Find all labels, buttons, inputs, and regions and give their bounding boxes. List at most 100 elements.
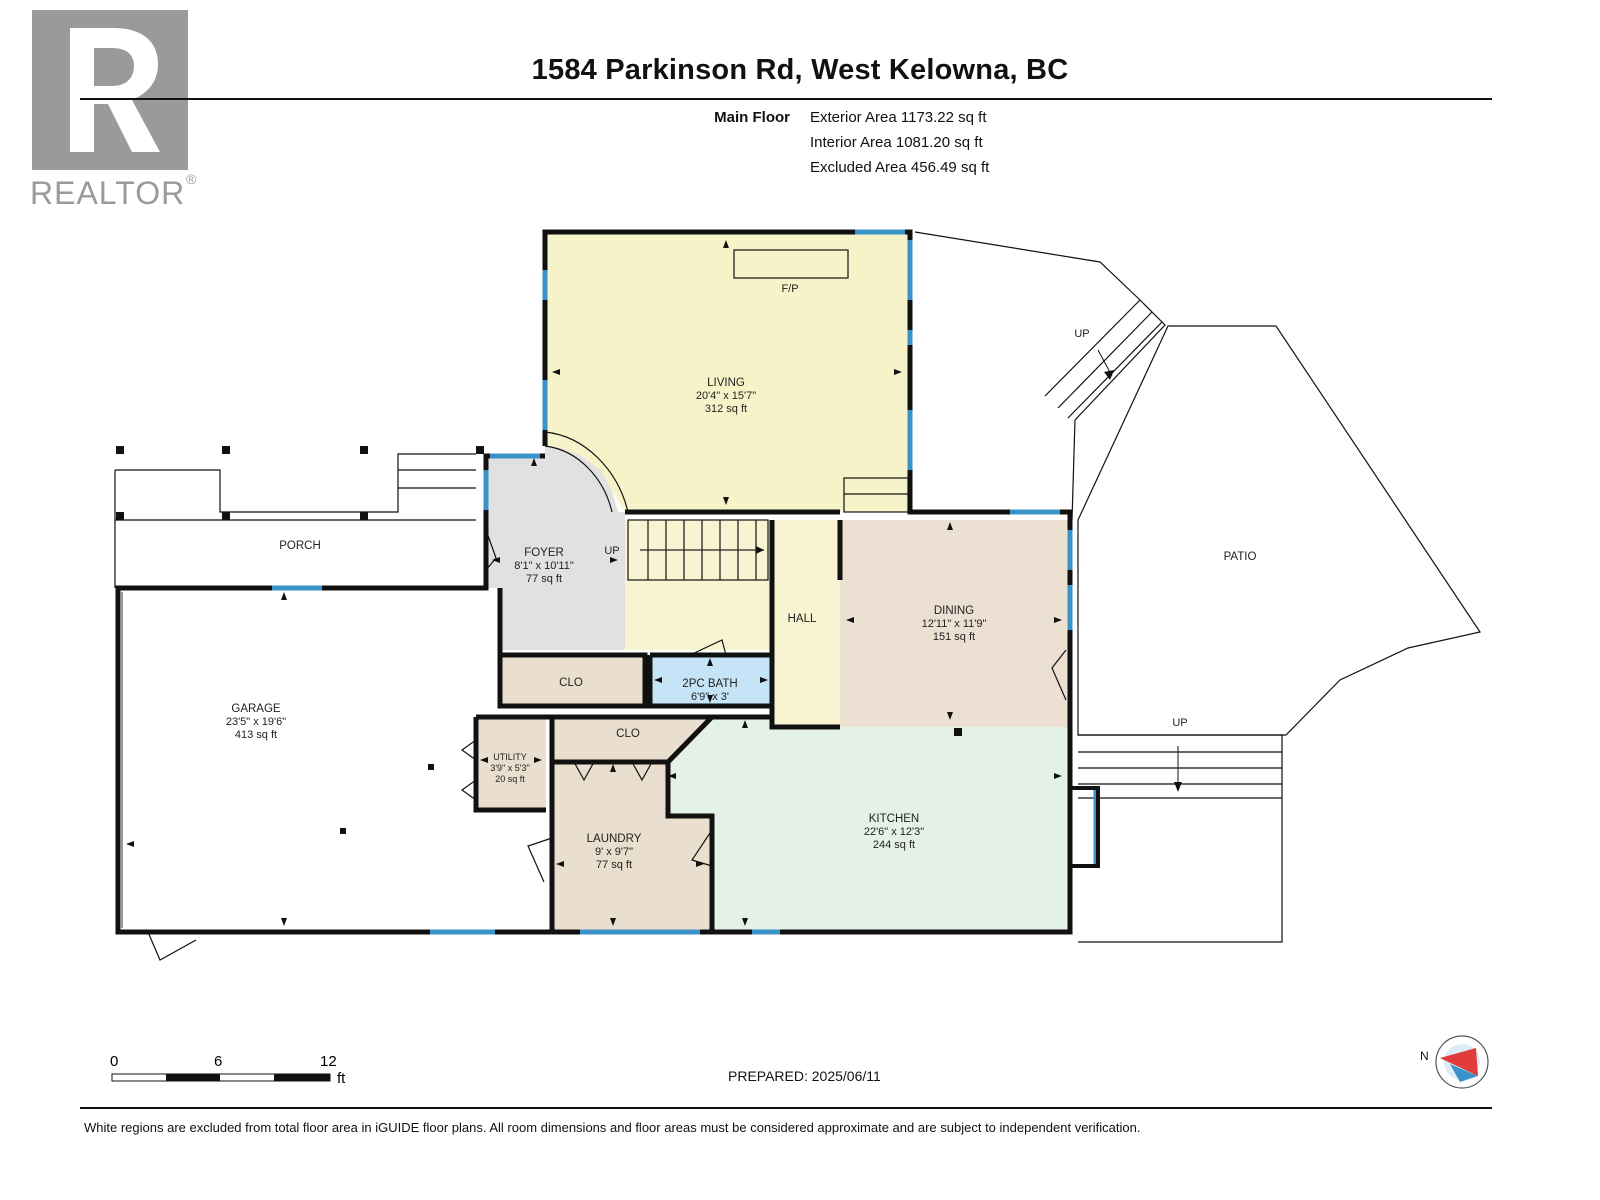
deck-stair-step bbox=[1044, 299, 1141, 397]
arrow-dining-s bbox=[947, 712, 953, 720]
clo1-name: CLO bbox=[559, 677, 583, 689]
post bbox=[116, 446, 124, 454]
utility-door-swing bbox=[460, 779, 477, 801]
utility-area: 20 sq ft bbox=[495, 774, 525, 784]
bath-name: 2PC BATH bbox=[682, 678, 737, 690]
laundry-dims: 9' x 9'7" bbox=[595, 846, 633, 858]
arrow-kitchen-w bbox=[668, 773, 676, 779]
page-title: 1584 Parkinson Rd, West Kelowna, BC bbox=[531, 54, 1069, 86]
compass-needle-tail-icon bbox=[1450, 1064, 1478, 1082]
scale-tick-12: 12 bbox=[320, 1053, 337, 1070]
post bbox=[222, 512, 230, 520]
stairs-outline bbox=[627, 519, 769, 581]
scale-bar-segment bbox=[274, 1074, 330, 1081]
deck-stair-step bbox=[1057, 311, 1153, 409]
foyer-area: 77 sq ft bbox=[526, 573, 562, 585]
deck-stair-step bbox=[1067, 321, 1163, 419]
dining-area: 151 sq ft bbox=[933, 631, 975, 643]
interior-walls bbox=[115, 229, 1073, 935]
post bbox=[116, 512, 124, 520]
arrow-utility-w bbox=[480, 757, 488, 763]
utility-door-swing bbox=[460, 739, 477, 761]
foyer-dims: 8'1" x 10'11" bbox=[514, 560, 574, 572]
foyer-up-label: UP bbox=[604, 545, 619, 557]
room-labels: LIVING 20'4" x 15'7" 312 sq ft F/P FOYER… bbox=[226, 283, 1257, 871]
arrow-laundry-s bbox=[610, 918, 616, 926]
arrow-dining-e bbox=[1054, 617, 1062, 623]
clo1-fill bbox=[500, 655, 645, 706]
exterior-area: Exterior Area 1173.22 sq ft bbox=[810, 109, 987, 126]
living-fill bbox=[545, 232, 910, 512]
utility-fill bbox=[476, 717, 546, 810]
arrow-kitchen-n bbox=[742, 720, 748, 728]
realtor-logo-r-mark bbox=[70, 28, 160, 152]
garage-dims: 23'5" x 19'6" bbox=[226, 716, 286, 728]
bath-walls bbox=[647, 652, 775, 709]
arrow-utility-e bbox=[534, 757, 542, 763]
arrow-living-e bbox=[894, 369, 902, 375]
header-rule bbox=[80, 98, 1492, 100]
excluded-area: Excluded Area 456.49 sq ft bbox=[810, 159, 990, 176]
registered-mark: ® bbox=[186, 171, 197, 187]
deck-edge bbox=[1071, 419, 1076, 521]
arrow-foyer-w bbox=[492, 557, 500, 563]
compass-needle-icon bbox=[1440, 1048, 1478, 1076]
arrow-bath-e bbox=[760, 677, 768, 683]
hall-name: HALL bbox=[788, 613, 817, 625]
deck-stair-direction bbox=[1097, 349, 1113, 377]
laundry-name: LAUNDRY bbox=[587, 833, 642, 845]
arrow-foyer-n bbox=[531, 458, 537, 466]
dining-name: DINING bbox=[934, 605, 974, 617]
kitchen-dims: 22'6" x 12'3" bbox=[864, 826, 924, 838]
porch-outline bbox=[115, 453, 476, 513]
closet-door-swing bbox=[573, 761, 595, 782]
porch-name: PORCH bbox=[279, 540, 321, 552]
patio-name: PATIO bbox=[1224, 551, 1257, 563]
arrow-bath-w bbox=[654, 677, 662, 683]
compass-north-label: N bbox=[1420, 1049, 1429, 1063]
fireplace-label: F/P bbox=[781, 283, 798, 295]
area-values: Exterior Area 1173.22 sq ft Interior Are… bbox=[810, 105, 989, 180]
porch-posts bbox=[116, 446, 962, 834]
area-summary: Main Floor bbox=[680, 105, 790, 130]
arrow-laundry-e bbox=[696, 861, 704, 867]
compass: N bbox=[1420, 1035, 1489, 1089]
garage-area: 413 sq ft bbox=[235, 729, 277, 741]
bay-window bbox=[1070, 786, 1100, 868]
foyer-fill bbox=[486, 446, 625, 650]
interior-area: Interior Area 1081.20 sq ft bbox=[810, 134, 983, 151]
room-fills bbox=[476, 232, 1068, 932]
prepared-date: PREPARED: 2025/06/11 bbox=[728, 1068, 881, 1084]
exterior-outlines bbox=[114, 231, 1481, 943]
laundry-kitchen-door-swing bbox=[691, 829, 713, 867]
post bbox=[360, 446, 368, 454]
dining-dims: 12'11" x 11'9" bbox=[922, 618, 987, 630]
garage-name: GARAGE bbox=[231, 703, 281, 715]
scale-bar: 0 6 12 ft bbox=[110, 1053, 346, 1087]
deck-stair-outline bbox=[1074, 299, 1166, 421]
laundry-area: 77 sq ft bbox=[596, 859, 632, 871]
hall-east-wall bbox=[769, 520, 840, 730]
deck-outline bbox=[914, 231, 1141, 301]
arrow-kitchen-s bbox=[742, 918, 748, 926]
dining-fill bbox=[840, 520, 1068, 727]
foyer-door-swing bbox=[485, 529, 497, 571]
utility-walls bbox=[473, 717, 546, 813]
stair-arrow bbox=[756, 546, 764, 554]
bath-dims: 6'9" x 3' bbox=[691, 691, 729, 703]
clo2-name: CLO bbox=[616, 728, 640, 740]
post bbox=[360, 512, 368, 520]
curved-wall-inner bbox=[544, 445, 613, 513]
clo1-walls bbox=[497, 588, 648, 709]
dimension-arrows bbox=[126, 240, 1182, 926]
kitchen-area: 244 sq ft bbox=[873, 839, 915, 851]
footer-rule bbox=[80, 1107, 1492, 1109]
arrow-living-w bbox=[552, 369, 560, 375]
deck-up-label: UP bbox=[1074, 328, 1089, 340]
outer-wall bbox=[115, 229, 1073, 935]
laundry-fill bbox=[552, 762, 712, 932]
garage-door-swing bbox=[147, 931, 197, 961]
utility-dims: 3'9" x 5'3" bbox=[490, 763, 529, 773]
